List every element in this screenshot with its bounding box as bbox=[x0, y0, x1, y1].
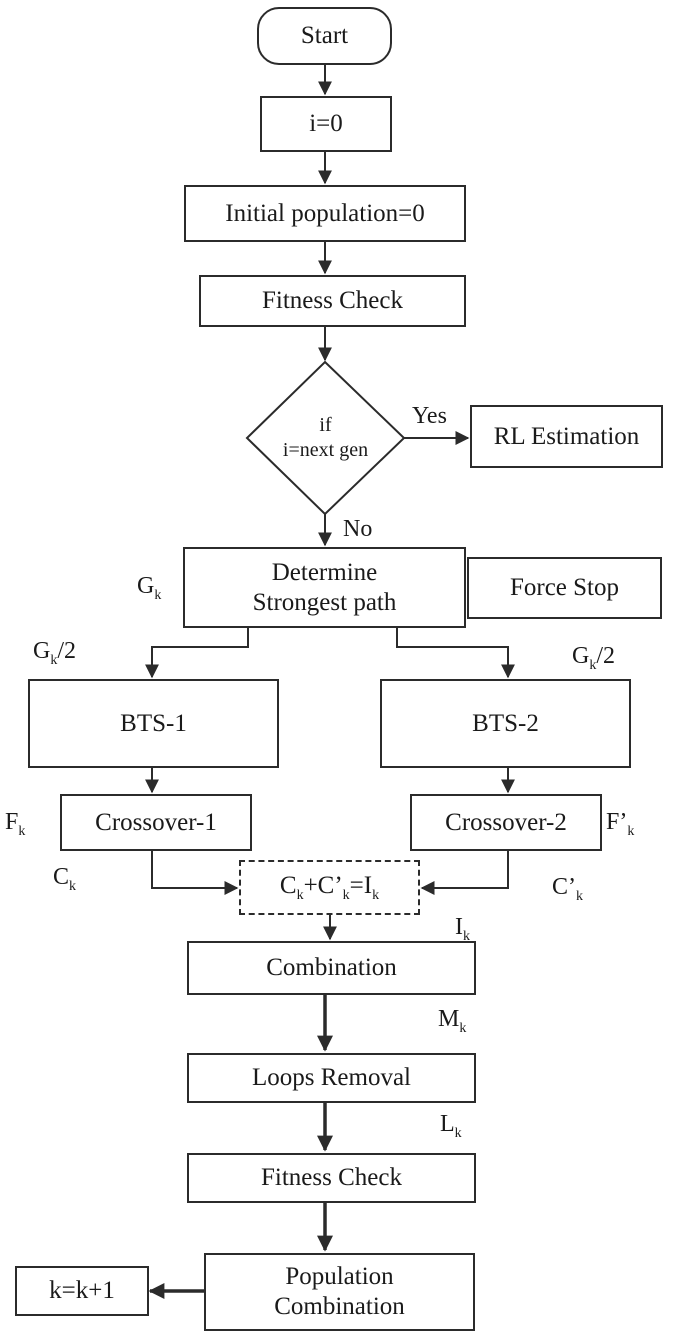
ik-base: I bbox=[455, 914, 463, 940]
gk-sub: k bbox=[154, 588, 162, 603]
bts-1-node: BTS-1 bbox=[28, 679, 279, 768]
initial-population-node: Initial population=0 bbox=[184, 185, 466, 242]
fk-prime-base: F’ bbox=[606, 809, 628, 835]
fitness-check-label-2: Fitness Check bbox=[261, 1164, 402, 1191]
determine-line-2: Strongest path bbox=[252, 588, 397, 616]
gk2-right-sub: k bbox=[589, 658, 597, 673]
rl-estimation-node: RL Estimation bbox=[470, 405, 663, 468]
force-stop-node: Force Stop bbox=[467, 557, 662, 619]
fk-prime-label: F’k bbox=[606, 810, 634, 839]
fk-label: Fk bbox=[5, 810, 25, 839]
fk-sub: k bbox=[18, 824, 26, 839]
start-label: Start bbox=[300, 22, 349, 49]
ck-base: C bbox=[53, 864, 70, 890]
arrow-cross2-to-sum bbox=[420, 851, 509, 895]
gk2-left-tail: /2 bbox=[57, 638, 77, 664]
gk2-right-base: G bbox=[572, 643, 590, 669]
decision-line-1: if bbox=[319, 414, 332, 436]
determine-line-1: Determine bbox=[271, 558, 378, 586]
crossover-2-label: Crossover-2 bbox=[445, 808, 567, 836]
gk2-right-tail: /2 bbox=[596, 643, 616, 669]
lk-base: L bbox=[440, 1111, 455, 1137]
arrow-determine-to-bts2 bbox=[396, 628, 515, 679]
gk-label: Gk bbox=[137, 574, 161, 603]
sum-c: C bbox=[279, 871, 297, 899]
i-zero-label: i=0 bbox=[309, 110, 343, 137]
mk-sub: k bbox=[459, 1021, 467, 1036]
sum-k3: k bbox=[372, 887, 380, 903]
gk-half-left-label: Gk/2 bbox=[33, 639, 76, 668]
initial-population-label: Initial population=0 bbox=[225, 199, 425, 227]
sum-k1: k bbox=[296, 887, 304, 903]
gk-half-right-label: Gk/2 bbox=[572, 644, 615, 673]
sum-node: Ck+C’k=Ik bbox=[239, 860, 420, 915]
lk-label: Lk bbox=[440, 1112, 462, 1141]
force-stop-label: Force Stop bbox=[509, 574, 620, 601]
bts-2-label: BTS-2 bbox=[472, 709, 539, 737]
popcomb-line-1: Population bbox=[285, 1263, 394, 1290]
gk2-left-sub: k bbox=[50, 653, 58, 668]
gk2-left-base: G bbox=[33, 638, 51, 664]
bts-1-label: BTS-1 bbox=[120, 709, 187, 737]
arrow-cross1-to-sum bbox=[151, 851, 239, 895]
k-increment-node: k=k+1 bbox=[15, 1266, 149, 1316]
bts-2-node: BTS-2 bbox=[380, 679, 631, 768]
sum-eq-i: =I bbox=[349, 871, 373, 899]
mk-label: Mk bbox=[438, 1007, 466, 1036]
sum-k2: k bbox=[342, 887, 350, 903]
ck-prime-base: C’ bbox=[552, 874, 576, 900]
no-label: No bbox=[343, 516, 373, 542]
ik-sub: k bbox=[463, 929, 470, 944]
ck-label: Ck bbox=[53, 865, 76, 894]
crossover-1-node: Crossover-1 bbox=[60, 794, 252, 851]
determine-strongest-path-node: Determine Strongest path bbox=[183, 547, 466, 628]
combination-label: Combination bbox=[266, 954, 397, 981]
fitness-check-node-1: Fitness Check bbox=[199, 275, 466, 327]
combination-node: Combination bbox=[187, 941, 476, 995]
fitness-check-label-1: Fitness Check bbox=[262, 287, 403, 314]
i-zero-node: i=0 bbox=[260, 96, 392, 152]
crossover-2-node: Crossover-2 bbox=[410, 794, 602, 851]
popcomb-line-2: Combination bbox=[274, 1293, 405, 1320]
start-node: Start bbox=[257, 7, 392, 65]
ik-label: Ik bbox=[455, 915, 470, 944]
k-increment-label: k=k+1 bbox=[49, 1277, 115, 1304]
population-combination-node: Population Combination bbox=[204, 1253, 475, 1331]
lk-sub: k bbox=[454, 1126, 462, 1141]
arrow-determine-to-bts1 bbox=[145, 628, 249, 679]
ck-sub: k bbox=[69, 879, 77, 894]
fk-prime-sub: k bbox=[627, 824, 635, 839]
fk-base: F bbox=[5, 809, 19, 835]
mk-base: M bbox=[438, 1006, 460, 1032]
fitness-check-node-2: Fitness Check bbox=[187, 1153, 476, 1203]
ck-prime-sub: k bbox=[576, 889, 583, 904]
decision-line-2: i=next gen bbox=[282, 439, 369, 461]
gk-base: G bbox=[137, 573, 155, 599]
ck-prime-label: C’k bbox=[552, 875, 583, 904]
loops-removal-node: Loops Removal bbox=[187, 1053, 476, 1103]
sum-plus-c-prime: +C’ bbox=[303, 871, 343, 899]
loops-removal-label: Loops Removal bbox=[251, 1064, 411, 1091]
rl-estimation-label: RL Estimation bbox=[493, 422, 640, 450]
decision-node: if i=next gen bbox=[247, 362, 404, 514]
sum-expression: Ck+C’k=Ik bbox=[280, 871, 379, 905]
yes-label: Yes bbox=[412, 403, 447, 429]
crossover-1-label: Crossover-1 bbox=[95, 808, 217, 836]
